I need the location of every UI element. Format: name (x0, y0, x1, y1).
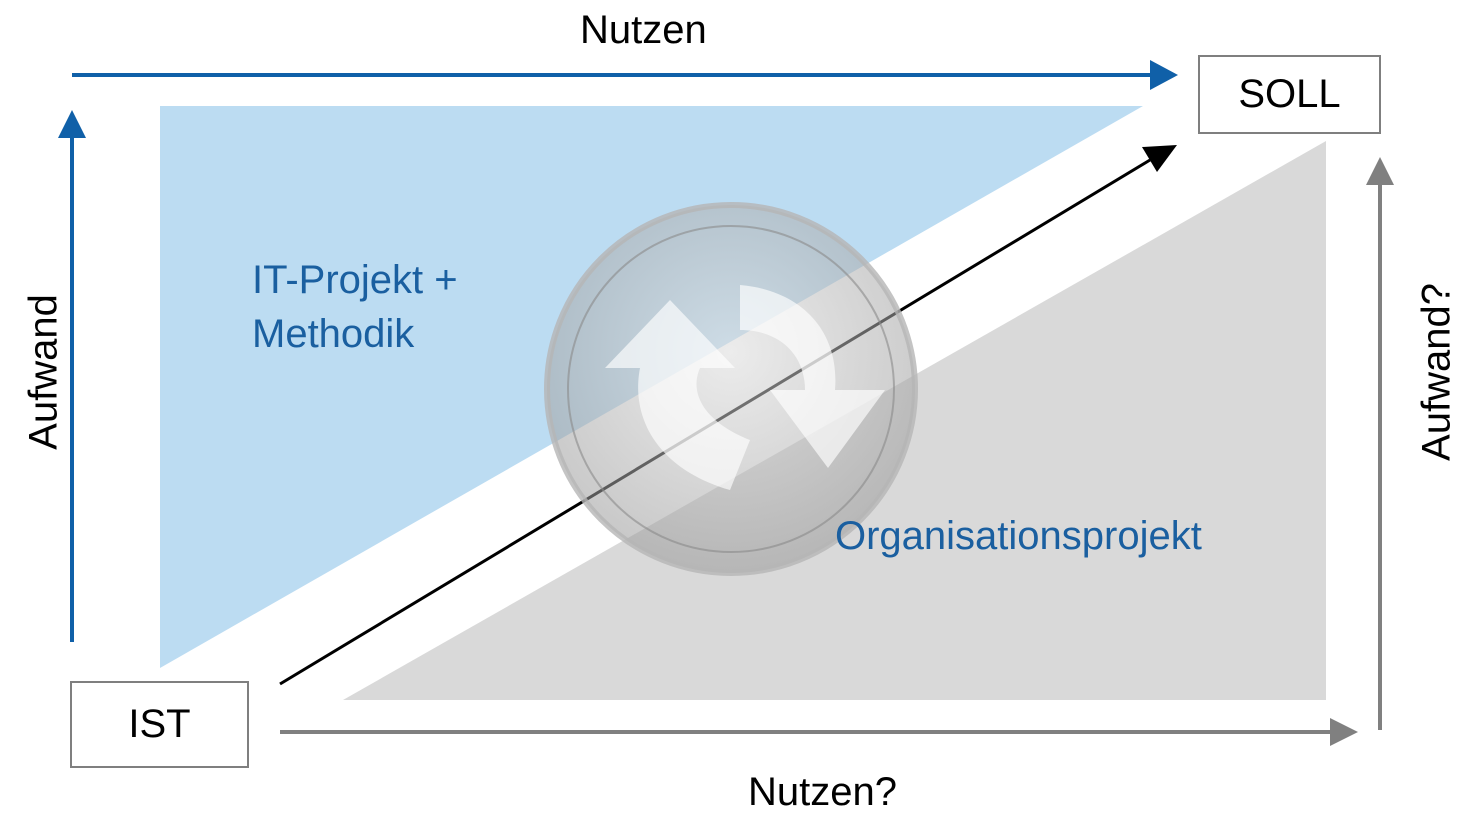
bottom-axis-arrow (280, 718, 1358, 746)
it-project-label-line2: Methodik (252, 312, 415, 356)
soll-box: SOLL (1198, 55, 1381, 134)
ist-box: IST (70, 681, 249, 768)
ist-label: IST (128, 702, 191, 746)
soll-label: SOLL (1238, 72, 1341, 116)
it-project-label-line1: IT-Projekt + (252, 258, 458, 302)
left-axis-arrow (58, 110, 86, 642)
org-project-label: Organisationsprojekt (835, 514, 1202, 558)
top-axis-arrow (72, 60, 1178, 90)
bottom-axis-label: Nutzen? (748, 770, 897, 814)
refresh-icon (544, 202, 918, 576)
left-axis-label: Aufwand (21, 294, 66, 450)
right-axis-arrow (1366, 157, 1394, 730)
top-axis-label: Nutzen (580, 8, 707, 52)
right-axis-label: Aufwand? (1414, 283, 1459, 461)
